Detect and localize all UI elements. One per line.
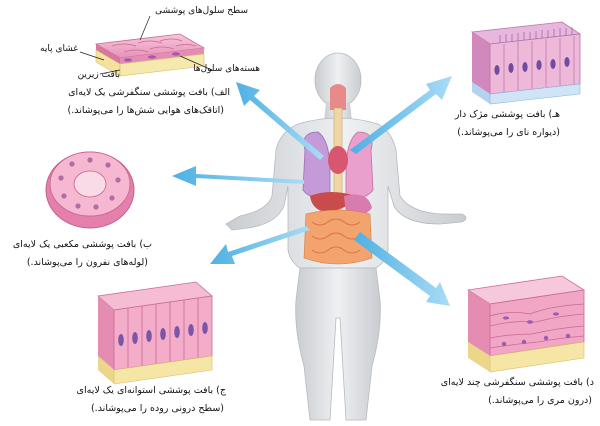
- label-connective: بافت زیرین: [77, 70, 120, 80]
- arrow-to-a: [236, 82, 324, 160]
- label-b-desc: (لوله‌های نفرون را می‌پوشاند.): [26, 257, 148, 268]
- label-c-title: ج) بافت پوششی استوانه‌ای یک لایه‌ای: [76, 385, 226, 396]
- tissue-b-cuboidal: [45, 151, 135, 229]
- arrow-to-c: [210, 226, 310, 264]
- tissue-d-stratified: [466, 275, 586, 373]
- label-nuclei: هسته‌های سلول‌ها: [193, 64, 260, 74]
- label-e-desc: (دیواره نای را می‌پوشاند.): [457, 127, 560, 138]
- arrow-to-d: [354, 232, 450, 306]
- tissue-e-ciliated: [470, 21, 582, 105]
- arrow-to-b: [172, 166, 304, 186]
- label-basal-membrane: غشای پایه: [40, 44, 78, 54]
- label-a-desc: (اتاقک‌های هوایی شش‌ها را می‌پوشاند.): [67, 105, 224, 116]
- label-b-title: ب) بافت پوششی مکعبی یک لایه‌ای: [12, 239, 152, 250]
- label-e-title: هـ) بافت پوششی مژک دار: [454, 109, 560, 120]
- label-a-title: الف) بافت پوششی سنگفرشی یک لایه‌ای: [68, 87, 230, 98]
- tissue-a-simple-squamous: [79, 15, 213, 77]
- arrows: [172, 76, 452, 306]
- arrow-to-e: [350, 76, 452, 154]
- label-d-title: د) بافت پوششی سنگفرشی چند لایه‌ای: [440, 377, 594, 388]
- label-surface: سطح سلول‌های پوششی: [155, 6, 248, 16]
- label-c-desc: (سطح درونی روده را می‌پوشاند.): [90, 403, 224, 414]
- label-d-desc: (درون مری را می‌پوشاند.): [488, 395, 592, 406]
- tissue-c-columnar: [97, 281, 213, 385]
